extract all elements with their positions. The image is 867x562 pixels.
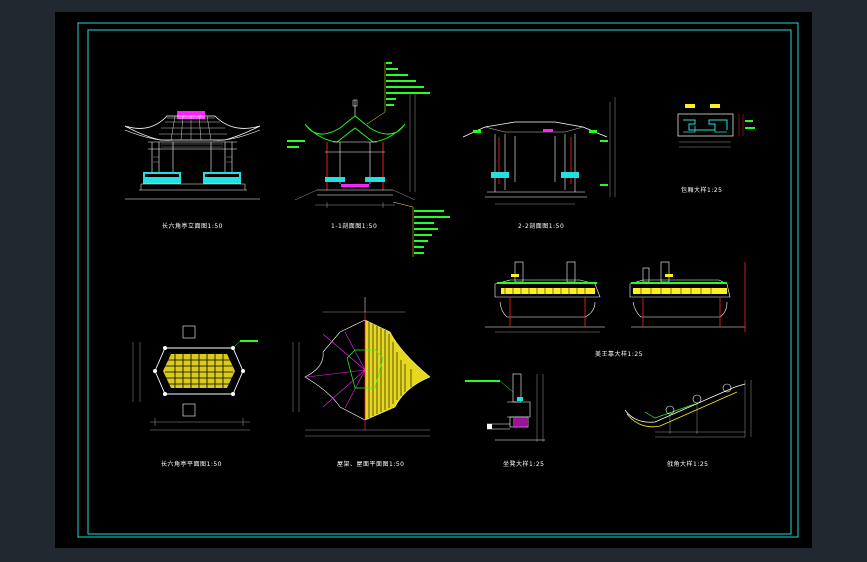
section-1-1-title: 1-1剖面图1:50 — [331, 223, 378, 230]
cad-drawing-canvas — [77, 22, 799, 538]
cad-drawing-viewport[interactable]: 长六角亭立面图1:50 1-1剖面图1:50 2-2剖面图1:50 包厢大样1:… — [55, 12, 812, 548]
seat-detail-drawing — [465, 373, 545, 442]
bracket-detail-drawing — [677, 104, 755, 148]
front-elevation-title: 长六角亭立面图1:50 — [162, 223, 223, 230]
section-1-1-drawing — [287, 62, 450, 257]
section-2-2-title: 2-2剖面图1:50 — [518, 223, 565, 230]
eave-detail-drawing — [624, 380, 752, 438]
section-2-2-drawing — [462, 97, 616, 205]
roof-plan-drawing — [292, 297, 431, 437]
eave-detail-title: 戗角大样1:25 — [667, 461, 709, 468]
bench-detail-title: 美王靠大样1:25 — [595, 351, 643, 358]
bench-detail-drawing — [485, 261, 746, 333]
bracket-detail-title: 包厢大样1:25 — [681, 187, 723, 194]
seat-detail-title: 坐凳大样1:25 — [503, 461, 545, 468]
outer-frame — [77, 22, 799, 538]
plan-title: 长六角亭平面图1:50 — [161, 461, 222, 468]
roof-plan-title: 屋架、屋面平面图1:50 — [337, 461, 405, 468]
front-elevation-drawing — [124, 111, 261, 200]
plan-drawing — [132, 325, 258, 431]
inner-frame — [87, 29, 792, 535]
